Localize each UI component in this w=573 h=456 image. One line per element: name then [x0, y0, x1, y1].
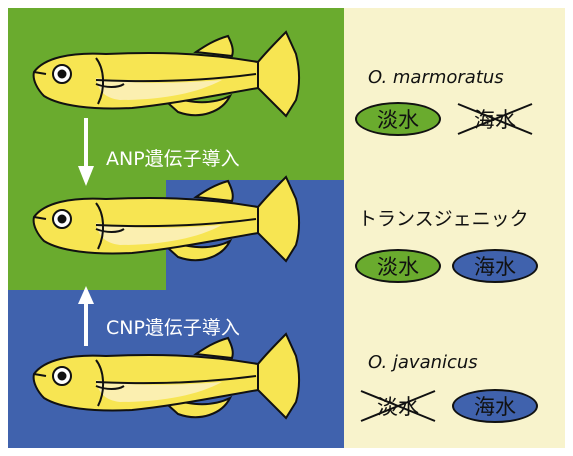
transgenic-label: トランスジェニック [358, 204, 529, 231]
species-marmoratus-label: O. marmoratus [368, 67, 504, 88]
seawater-badge-row3: 海水 [452, 389, 538, 423]
freshwater-badge-row3-crossed: 淡水 [355, 389, 441, 423]
seawater-badge-text: 海水 [474, 104, 516, 134]
cnp-arrow-label: CNP遺伝子導入 [106, 313, 240, 340]
freshwater-badge-text: 淡水 [377, 104, 419, 134]
freshwater-badge-text: 淡水 [377, 251, 419, 281]
seawater-badge-row2: 海水 [452, 249, 538, 283]
seawater-badge-row1-crossed: 海水 [452, 102, 538, 136]
freshwater-badge-text: 淡水 [377, 391, 419, 421]
freshwater-badge-row2: 淡水 [355, 249, 441, 283]
species-javanicus-label: O. javanicus [368, 352, 478, 373]
freshwater-badge-row1: 淡水 [355, 102, 441, 136]
anp-arrow-label: ANP遺伝子導入 [106, 144, 240, 171]
seawater-badge-text: 海水 [474, 391, 516, 421]
seawater-badge-text: 海水 [474, 251, 516, 281]
